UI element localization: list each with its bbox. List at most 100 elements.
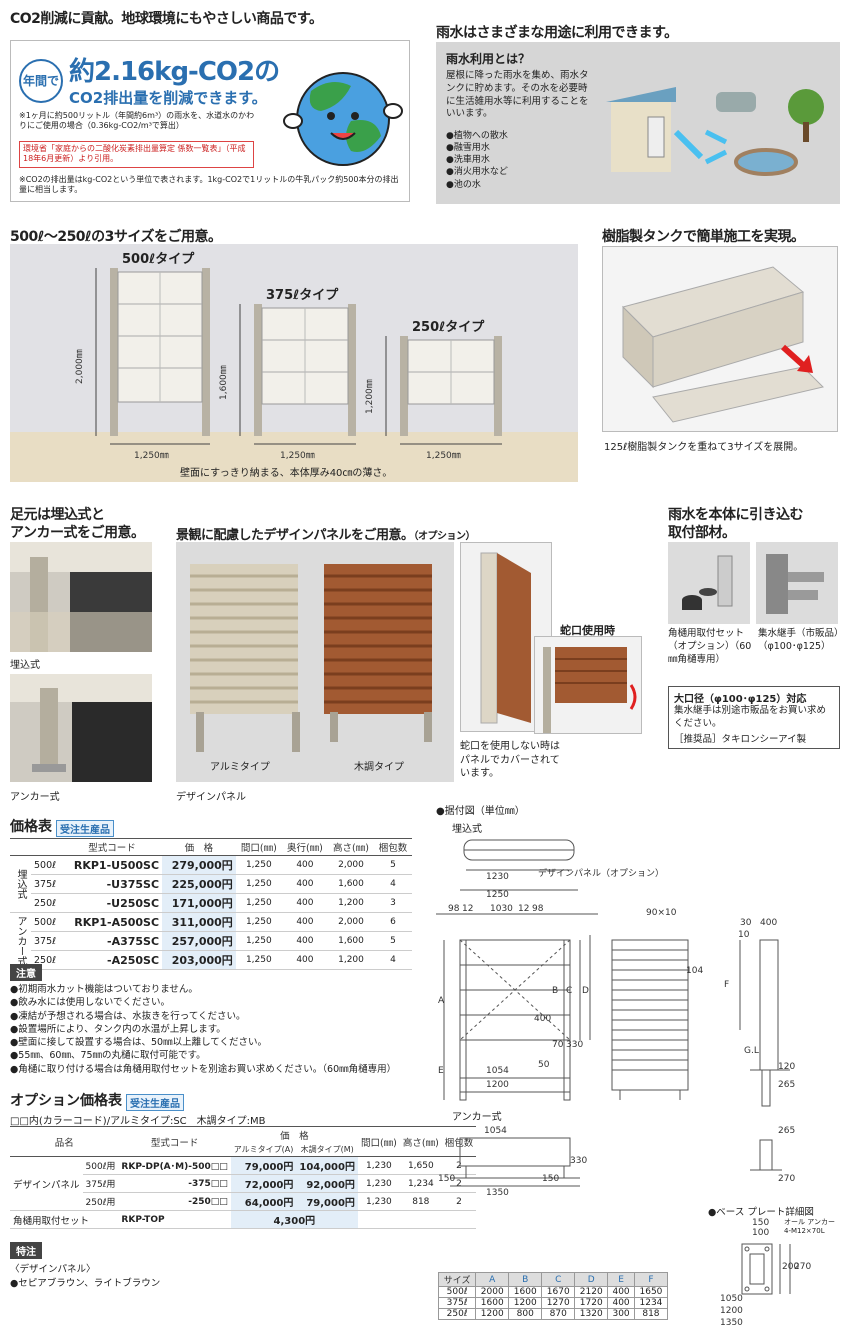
cell-price-m: 104,000円 bbox=[296, 1156, 358, 1175]
caution-title: 注意 bbox=[10, 964, 42, 981]
cell-n: 2 bbox=[441, 1174, 477, 1193]
caution-item: ●凍結が予想される場合は、水抜きを行ってください。 bbox=[10, 1010, 246, 1022]
cell-h: 1,650 bbox=[399, 1156, 442, 1175]
sz-cell: 375ℓ bbox=[437, 1297, 477, 1309]
panel-heading-main: 景観に配慮したデザインパネルをご用意。 bbox=[176, 528, 414, 543]
cell-w: 1,230 bbox=[357, 1192, 400, 1211]
dim-400-front: 400 bbox=[534, 1014, 552, 1024]
cell-price: 279,000円 bbox=[162, 855, 236, 875]
cell-n: 4 bbox=[374, 950, 412, 970]
cell-code: RKP1-A500SC bbox=[61, 912, 163, 932]
co2-big: 約2.16kg-CO2の bbox=[69, 57, 280, 87]
cell-d: 400 bbox=[281, 912, 328, 932]
cell-w: 1,250 bbox=[235, 912, 282, 932]
cell-price: 203,000円 bbox=[162, 950, 236, 970]
dim-90x10: 90×10 bbox=[646, 908, 677, 918]
dim-98-left: 98 bbox=[448, 904, 460, 914]
sz-cell: 870 bbox=[541, 1308, 576, 1320]
sz-cell: 1600 bbox=[475, 1297, 510, 1309]
panel-side-image bbox=[460, 542, 552, 732]
co2-sub: CO2排出量を削減できます。 bbox=[69, 89, 267, 107]
cell-cap: 500ℓ用 bbox=[82, 1156, 119, 1175]
dim-330-anchor: 330 bbox=[570, 1156, 588, 1166]
cell-w: 1,230 bbox=[357, 1174, 400, 1193]
price-badge: 受注生産品 bbox=[56, 819, 114, 837]
cell-price: 257,000円 bbox=[162, 931, 236, 951]
parts-image2 bbox=[756, 542, 838, 624]
table-row: 375ℓ -U375SC 225,000円 1,250 400 1,600 4 bbox=[10, 874, 412, 894]
sz-cell: 400 bbox=[607, 1286, 635, 1298]
sz-cell: 2120 bbox=[574, 1286, 609, 1298]
cell-h: 1,600 bbox=[327, 931, 375, 951]
dim-330-front: 330 bbox=[566, 1040, 584, 1050]
cell-empty bbox=[399, 1210, 442, 1229]
plate-1050: 1050 bbox=[720, 1294, 743, 1304]
opt-col-alumi: アルミタイプ(A) bbox=[230, 1143, 297, 1157]
sz-col: D bbox=[574, 1272, 609, 1287]
sz-col: C bbox=[541, 1272, 576, 1287]
cell-cap: 375ℓ bbox=[31, 931, 62, 951]
sz-cell: 818 bbox=[633, 1308, 669, 1320]
sz-cell: 1670 bbox=[541, 1286, 576, 1298]
option-title-row: オプション価格表受注生産品 bbox=[10, 1090, 184, 1111]
cell-price: 225,000円 bbox=[162, 874, 236, 894]
sz-col: B bbox=[508, 1272, 543, 1287]
sz-cell: 1200 bbox=[475, 1308, 510, 1320]
co2-redbox: 環境省「家庭からの二酸化炭素排出量算定 係数一覧表」（平成18年6月更新）より引… bbox=[19, 141, 254, 168]
table-row: 250ℓ 1200 800 870 1320 300 818 bbox=[437, 1308, 669, 1320]
installation-drawing bbox=[436, 839, 790, 1187]
dim-120: 120 bbox=[778, 1062, 796, 1072]
co2-note2: ※CO2の排出量はkg-CO2という単位で表されます。1kg-CO2で1リットル… bbox=[19, 175, 399, 195]
table-row: 500ℓ 2000 1600 1670 2120 400 1650 bbox=[437, 1286, 669, 1298]
dim-104: 104 bbox=[686, 966, 704, 976]
dim-1030: 1030 bbox=[490, 904, 513, 914]
parts-item1: 角樋用取付セット（オプション）（60㎜角樋専用） bbox=[668, 628, 752, 665]
base-heading1: 足元は埋込式と bbox=[10, 507, 105, 523]
opt-col-wood: 木調タイプ(M) bbox=[296, 1143, 358, 1157]
dim-label-d: D bbox=[582, 986, 589, 996]
cell-n: 2 bbox=[441, 1192, 477, 1211]
price-col-blank bbox=[10, 838, 31, 856]
table-row: 埋込式 500ℓ RKP1-U500SC 279,000円 1,250 400 … bbox=[10, 855, 412, 913]
type-500: 500ℓタイプ bbox=[122, 252, 195, 267]
price-group2: アンカー式 bbox=[10, 912, 31, 970]
option-badge: 受注生産品 bbox=[126, 1093, 184, 1111]
drawing-umekomi: 埋込式 bbox=[452, 824, 482, 835]
dim-panel-label: デザインパネル（オプション） bbox=[538, 869, 665, 879]
cell-code: RKP-DP(A･M)-500□□ bbox=[118, 1156, 231, 1175]
cell-price: 311,000円 bbox=[162, 912, 236, 932]
width-375: 1,250㎜ bbox=[280, 451, 315, 461]
table-row: 角樋用取付セット RKP-TOP 4,300円 bbox=[10, 1210, 477, 1229]
panel-heading: 景観に配慮したデザインパネルをご用意。（オプション） bbox=[176, 524, 476, 543]
cell-empty bbox=[441, 1210, 477, 1229]
tap-illustration bbox=[543, 647, 637, 733]
table-row: 250ℓ -U250SC 171,000円 1,250 400 1,200 3 bbox=[10, 893, 412, 913]
price-col-width: 間口(㎜) bbox=[235, 838, 282, 856]
width-250: 1,250㎜ bbox=[426, 451, 461, 461]
price-col-pack: 梱包数 bbox=[374, 838, 412, 856]
co2-pill: 年間で bbox=[19, 59, 63, 103]
resin-caption: 125ℓ樹脂製タンクを重ねて3サイズを展開。 bbox=[604, 442, 804, 453]
plate-150: 150 bbox=[752, 1218, 770, 1228]
caution-item: ●初期雨水カット機能はついておりません。 bbox=[10, 984, 198, 995]
cell-d: 400 bbox=[281, 950, 328, 970]
option-table: 品名 型式コード 価 格 間口(㎜) 高さ(㎜) 梱包数 アルミタイプ(A) 木… bbox=[10, 1126, 477, 1229]
dim-label-e: E bbox=[438, 1066, 444, 1076]
rain-use: ●植物への散水 bbox=[446, 131, 508, 141]
sz-cell: 1200 bbox=[508, 1297, 543, 1309]
floor bbox=[10, 432, 578, 482]
type-375: 375ℓタイプ bbox=[266, 288, 339, 303]
cell-code: -A250SC bbox=[61, 950, 163, 970]
sz-col: A bbox=[475, 1272, 510, 1287]
cell-price: 171,000円 bbox=[162, 893, 236, 913]
sz-col: サイズ bbox=[437, 1272, 477, 1287]
resin-image bbox=[602, 246, 838, 432]
price-table: 型式コード 価 格 間口(㎜) 奥行(㎜) 高さ(㎜) 梱包数 埋込式 500ℓ… bbox=[10, 838, 412, 970]
table-row: 250ℓ -A250SC 203,000円 1,250 400 1,200 4 bbox=[10, 950, 412, 970]
sizes-heading: 500ℓ～250ℓの3サイズをご用意。 bbox=[10, 229, 222, 245]
dim-label-a: A bbox=[438, 996, 445, 1006]
cell-h: 818 bbox=[399, 1192, 442, 1211]
resin-heading: 樹脂製タンクで簡単施工を実現。 bbox=[602, 229, 805, 245]
sizes-illustration bbox=[95, 268, 502, 445]
caution-item: ●設置場所により、タンク内の水温が上昇します。 bbox=[10, 1023, 226, 1035]
